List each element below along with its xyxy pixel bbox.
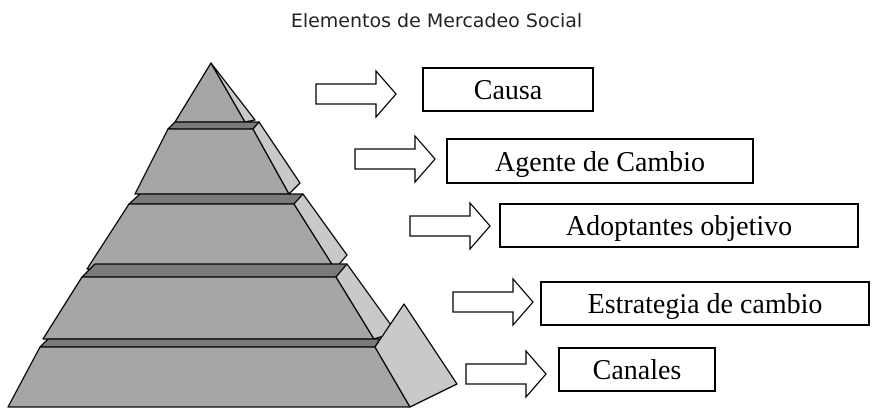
level-label-4: Estrategia de cambio [588,289,823,320]
tier-5-ledge [39,338,381,348]
arrow-2 [354,134,436,184]
level-label-5: Canales [593,355,682,386]
label-boxes: Causa Agente de Cambio Adoptantes objeti… [422,67,870,392]
level-box-1-border [422,67,594,112]
pyramid-tier-3 [86,193,348,270]
tier-5-side [374,303,458,408]
tier-4-ledge [81,263,348,278]
tier-2-ledge [167,121,260,130]
tier-3-ledge [128,193,304,205]
pyramid-tier-1 [174,62,256,123]
arrows [315,69,547,399]
level-box-1: Causa [422,67,594,112]
tier-5-front [7,346,411,408]
pyramid-tier-2 [134,121,301,195]
tier-1-side [210,62,256,123]
level-box-3-border [499,203,859,248]
tier-4-front [42,276,375,340]
level-box-4: Estrategia de cambio [540,281,870,326]
level-label-2: Agente de Cambio [495,147,705,178]
level-box-2: Agente de Cambio [446,138,754,184]
diagram-title: Elementos de Mercadeo Social [290,10,583,32]
pyramid [7,62,458,408]
level-box-5: Canales [558,347,716,392]
level-box-2-border [446,138,754,184]
tier-3-side [293,193,348,270]
level-label-3: Adoptantes objetivo [566,211,792,242]
arrow-1 [315,69,397,119]
arrow-4 [452,277,534,327]
level-box-3: Adoptantes objetivo [499,203,859,248]
tier-2-side [252,121,301,195]
arrow-3 [409,201,491,251]
tier-3-front [86,203,336,270]
level-box-4-border [540,281,870,326]
arrow-5 [465,349,547,399]
level-box-5-border [558,347,716,392]
pyramid-tier-5 [7,303,458,408]
level-label-1: Causa [474,75,543,106]
pyramid-tier-4 [42,263,397,340]
